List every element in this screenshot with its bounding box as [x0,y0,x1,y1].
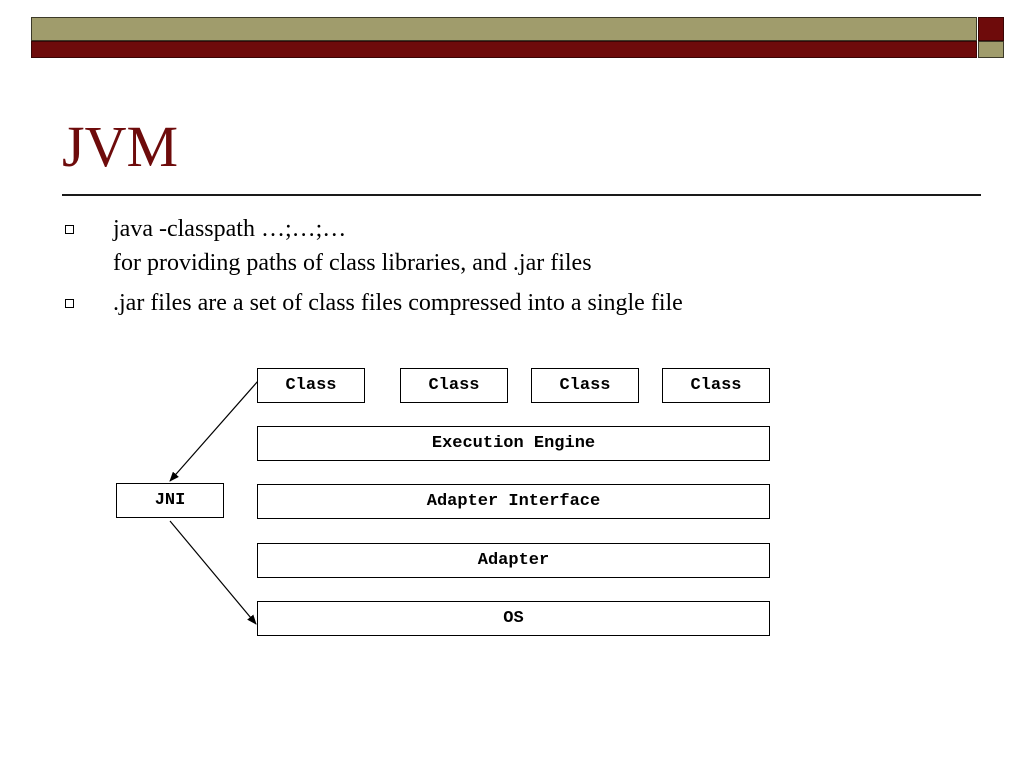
title-divider [62,194,981,196]
square-bullet-icon [65,299,74,308]
bullet-item: .jar files are a set of class files comp… [62,286,982,320]
class-box-4: Class [662,368,770,403]
adapter-interface-box: Adapter Interface [257,484,770,519]
execution-engine-box: Execution Engine [257,426,770,461]
square-bullet-icon [65,225,74,234]
header-square-olive [978,41,1004,58]
jni-box: JNI [116,483,224,518]
adapter-box: Adapter [257,543,770,578]
os-box: OS [257,601,770,636]
bullet-item: java -classpath …;…;… for providing path… [62,212,982,280]
class-box-1: Class [257,368,365,403]
header-square-red [978,17,1004,41]
slide-title: JVM [62,114,179,179]
class-box-3: Class [531,368,639,403]
header-bar-red [31,41,977,58]
arrow-class-to-jni [169,380,259,482]
header-bar-olive [31,17,977,41]
bullet-text: .jar files are a set of class files comp… [113,290,683,316]
bullet-text: for providing paths of class libraries, … [113,250,592,276]
bullet-text: java -classpath …;…;… [113,216,347,242]
bullet-list: java -classpath …;…;… for providing path… [62,212,982,326]
class-box-2: Class [400,368,508,403]
arrow-jni-to-os [169,520,257,625]
